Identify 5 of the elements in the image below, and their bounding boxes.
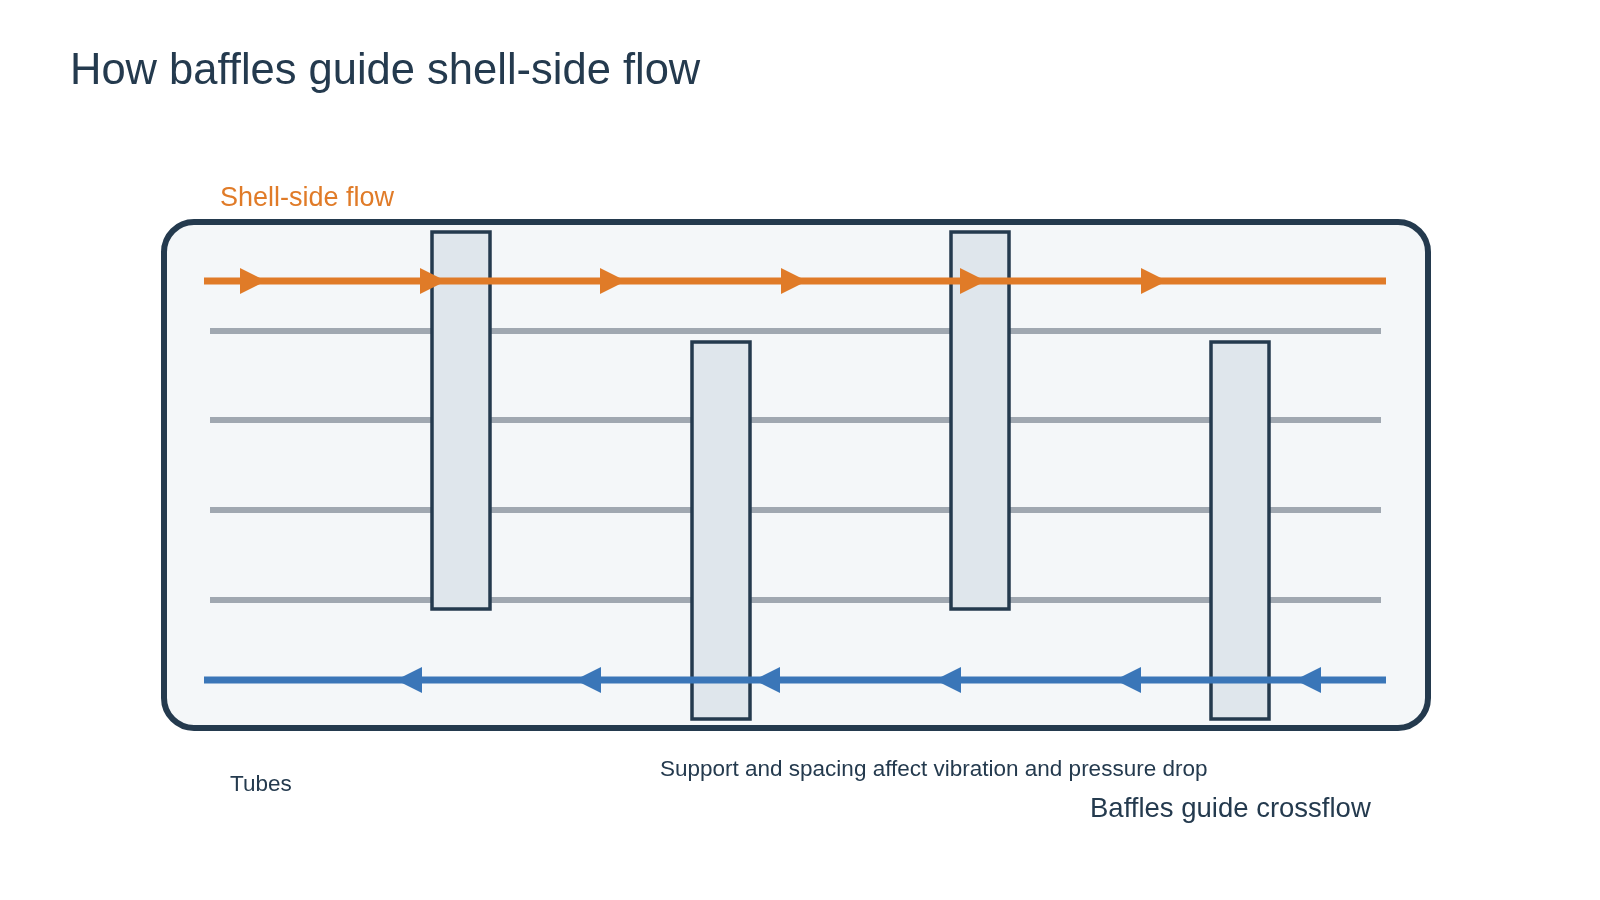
flow-label: Shell-side flow xyxy=(220,182,395,214)
baffles-label: Baffles guide crossflow xyxy=(1090,792,1371,824)
note-text: Support and spacing affect vibration and pressure drop xyxy=(660,756,1208,782)
tubes-label: Tubes xyxy=(230,771,292,797)
diagram-title: How baffles guide shell-side flow xyxy=(70,44,701,94)
